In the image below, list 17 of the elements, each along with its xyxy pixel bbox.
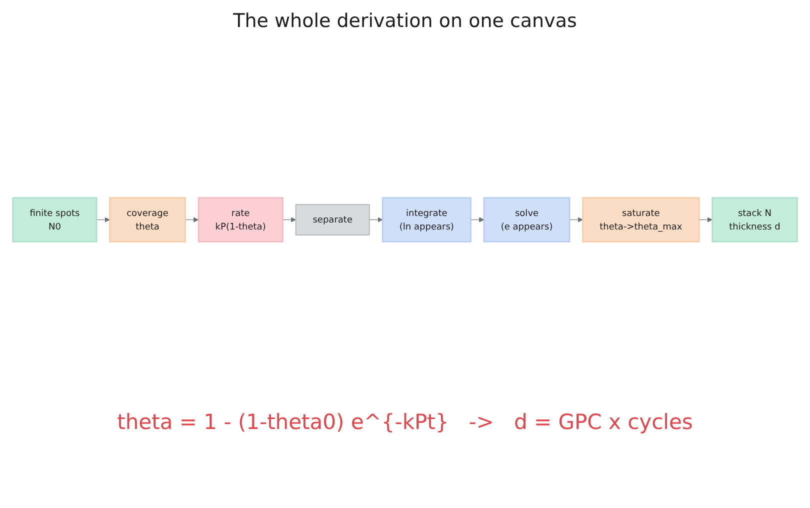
arrow (698, 217, 713, 223)
arrow (96, 217, 110, 223)
node-box: solve (e appears) (483, 197, 570, 243)
formula-text: theta = 1 - (1-theta0) e^{-kPt} -> d = GPC x cycles (117, 410, 693, 434)
arrow (470, 217, 484, 223)
arrow (282, 217, 296, 223)
node-box: stack N thickness d (712, 197, 798, 243)
diagram-title: The whole derivation on one canvas (233, 10, 577, 32)
node-box: coverage theta (109, 197, 186, 243)
node-box: finite spots N0 (12, 197, 98, 243)
node-box: separate (295, 204, 370, 236)
node-box: saturate theta->theta_max (582, 197, 700, 243)
node-box: rate kP(1-theta) (198, 197, 284, 243)
arrow (569, 217, 583, 223)
arrow (369, 217, 383, 223)
node-box: integrate (ln appears) (382, 197, 472, 243)
arrow (184, 217, 199, 223)
